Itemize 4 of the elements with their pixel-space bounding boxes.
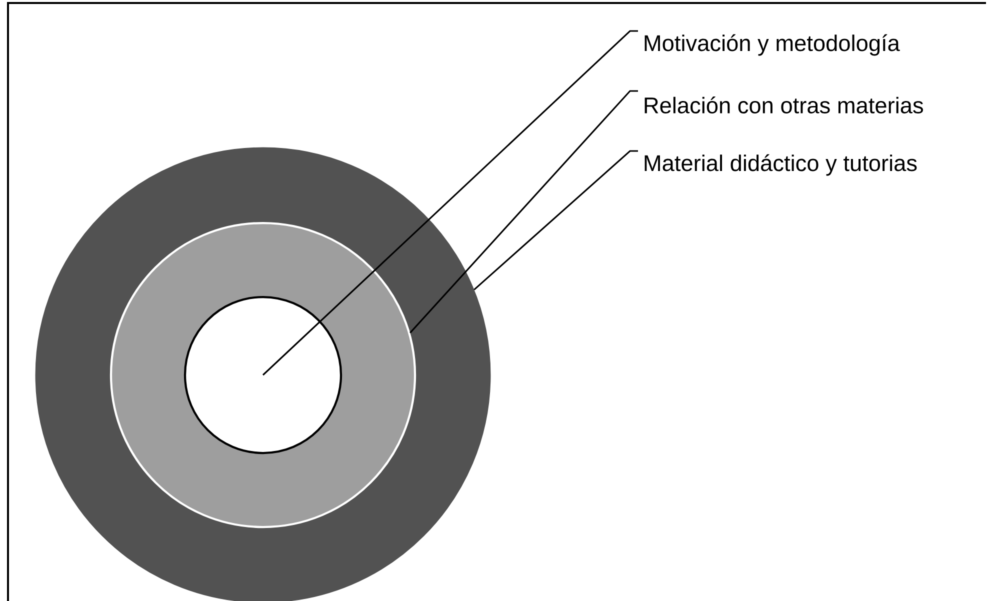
ring-label: Material didáctico y tutorias: [644, 154, 917, 176]
circle: [184, 296, 342, 454]
ring-label: Relación con otras materias: [644, 96, 923, 114]
ring-label: Motivación y metodología: [644, 34, 900, 56]
